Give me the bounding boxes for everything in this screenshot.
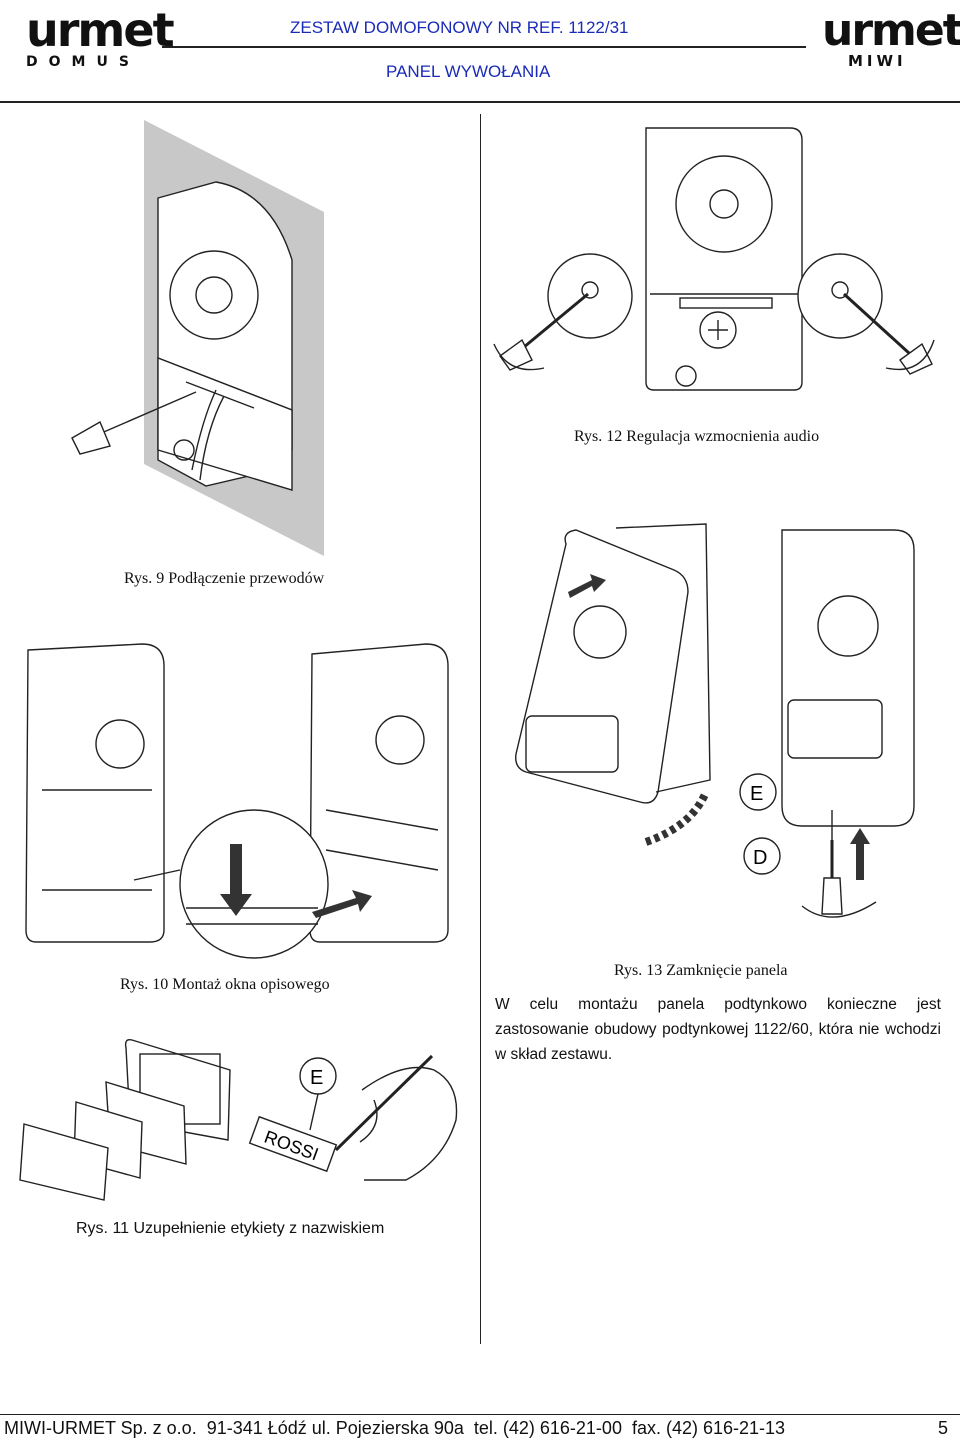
header-rule [162,46,806,48]
footer-rule [0,1414,960,1415]
fig9-wiring-illustration [71,120,324,556]
logo-left-word: urmet [26,3,175,57]
fig13-label-e: E [750,783,763,805]
fig13-caption: Rys. 13 Zamknięcie panela [614,962,788,979]
logo-right-sub: MIWI [848,52,907,70]
header-divider [0,101,960,103]
fig11-name-label-illustration: ROSSI E [19,1038,458,1201]
column-divider [480,114,481,1344]
fig11-label-e: E [310,1067,323,1089]
header-title: ZESTAW DOMOFONOWY NR REF. 1122/31 [290,18,629,37]
fig10-caption: Rys. 10 Montaż okna opisowego [120,976,330,993]
fig12-caption: Rys. 12 Regulacja wzmocnienia audio [574,428,820,445]
closing-note-paragraph: W celu montażu panela podtynkowo koniecz… [495,996,941,1063]
footer-company: MIWI-URMET Sp. z o.o. 91-341 Łódź ul. Po… [4,1418,786,1438]
header-subtitle: PANEL WYWOŁANIA [386,62,551,81]
fig12-audio-gain-illustration [493,127,935,391]
urmet-domus-logo: urmet DOMUS [26,3,175,70]
fig11-caption: Rys. 11 Uzupełnienie etykiety z nazwiski… [76,1220,385,1237]
fig13-label-d: D [753,847,767,869]
fig10-label-window-illustration [25,643,449,959]
fig9-caption: Rys. 9 Podłączenie przewodów [124,570,325,587]
logo-left-sub: DOMUS [26,54,140,70]
fig13-panel-closing-illustration: E D [515,523,915,918]
logo-right-word: urmet [822,5,960,56]
urmet-miwi-logo: urmet MIWI [822,5,960,71]
page-number: 5 [938,1418,949,1438]
